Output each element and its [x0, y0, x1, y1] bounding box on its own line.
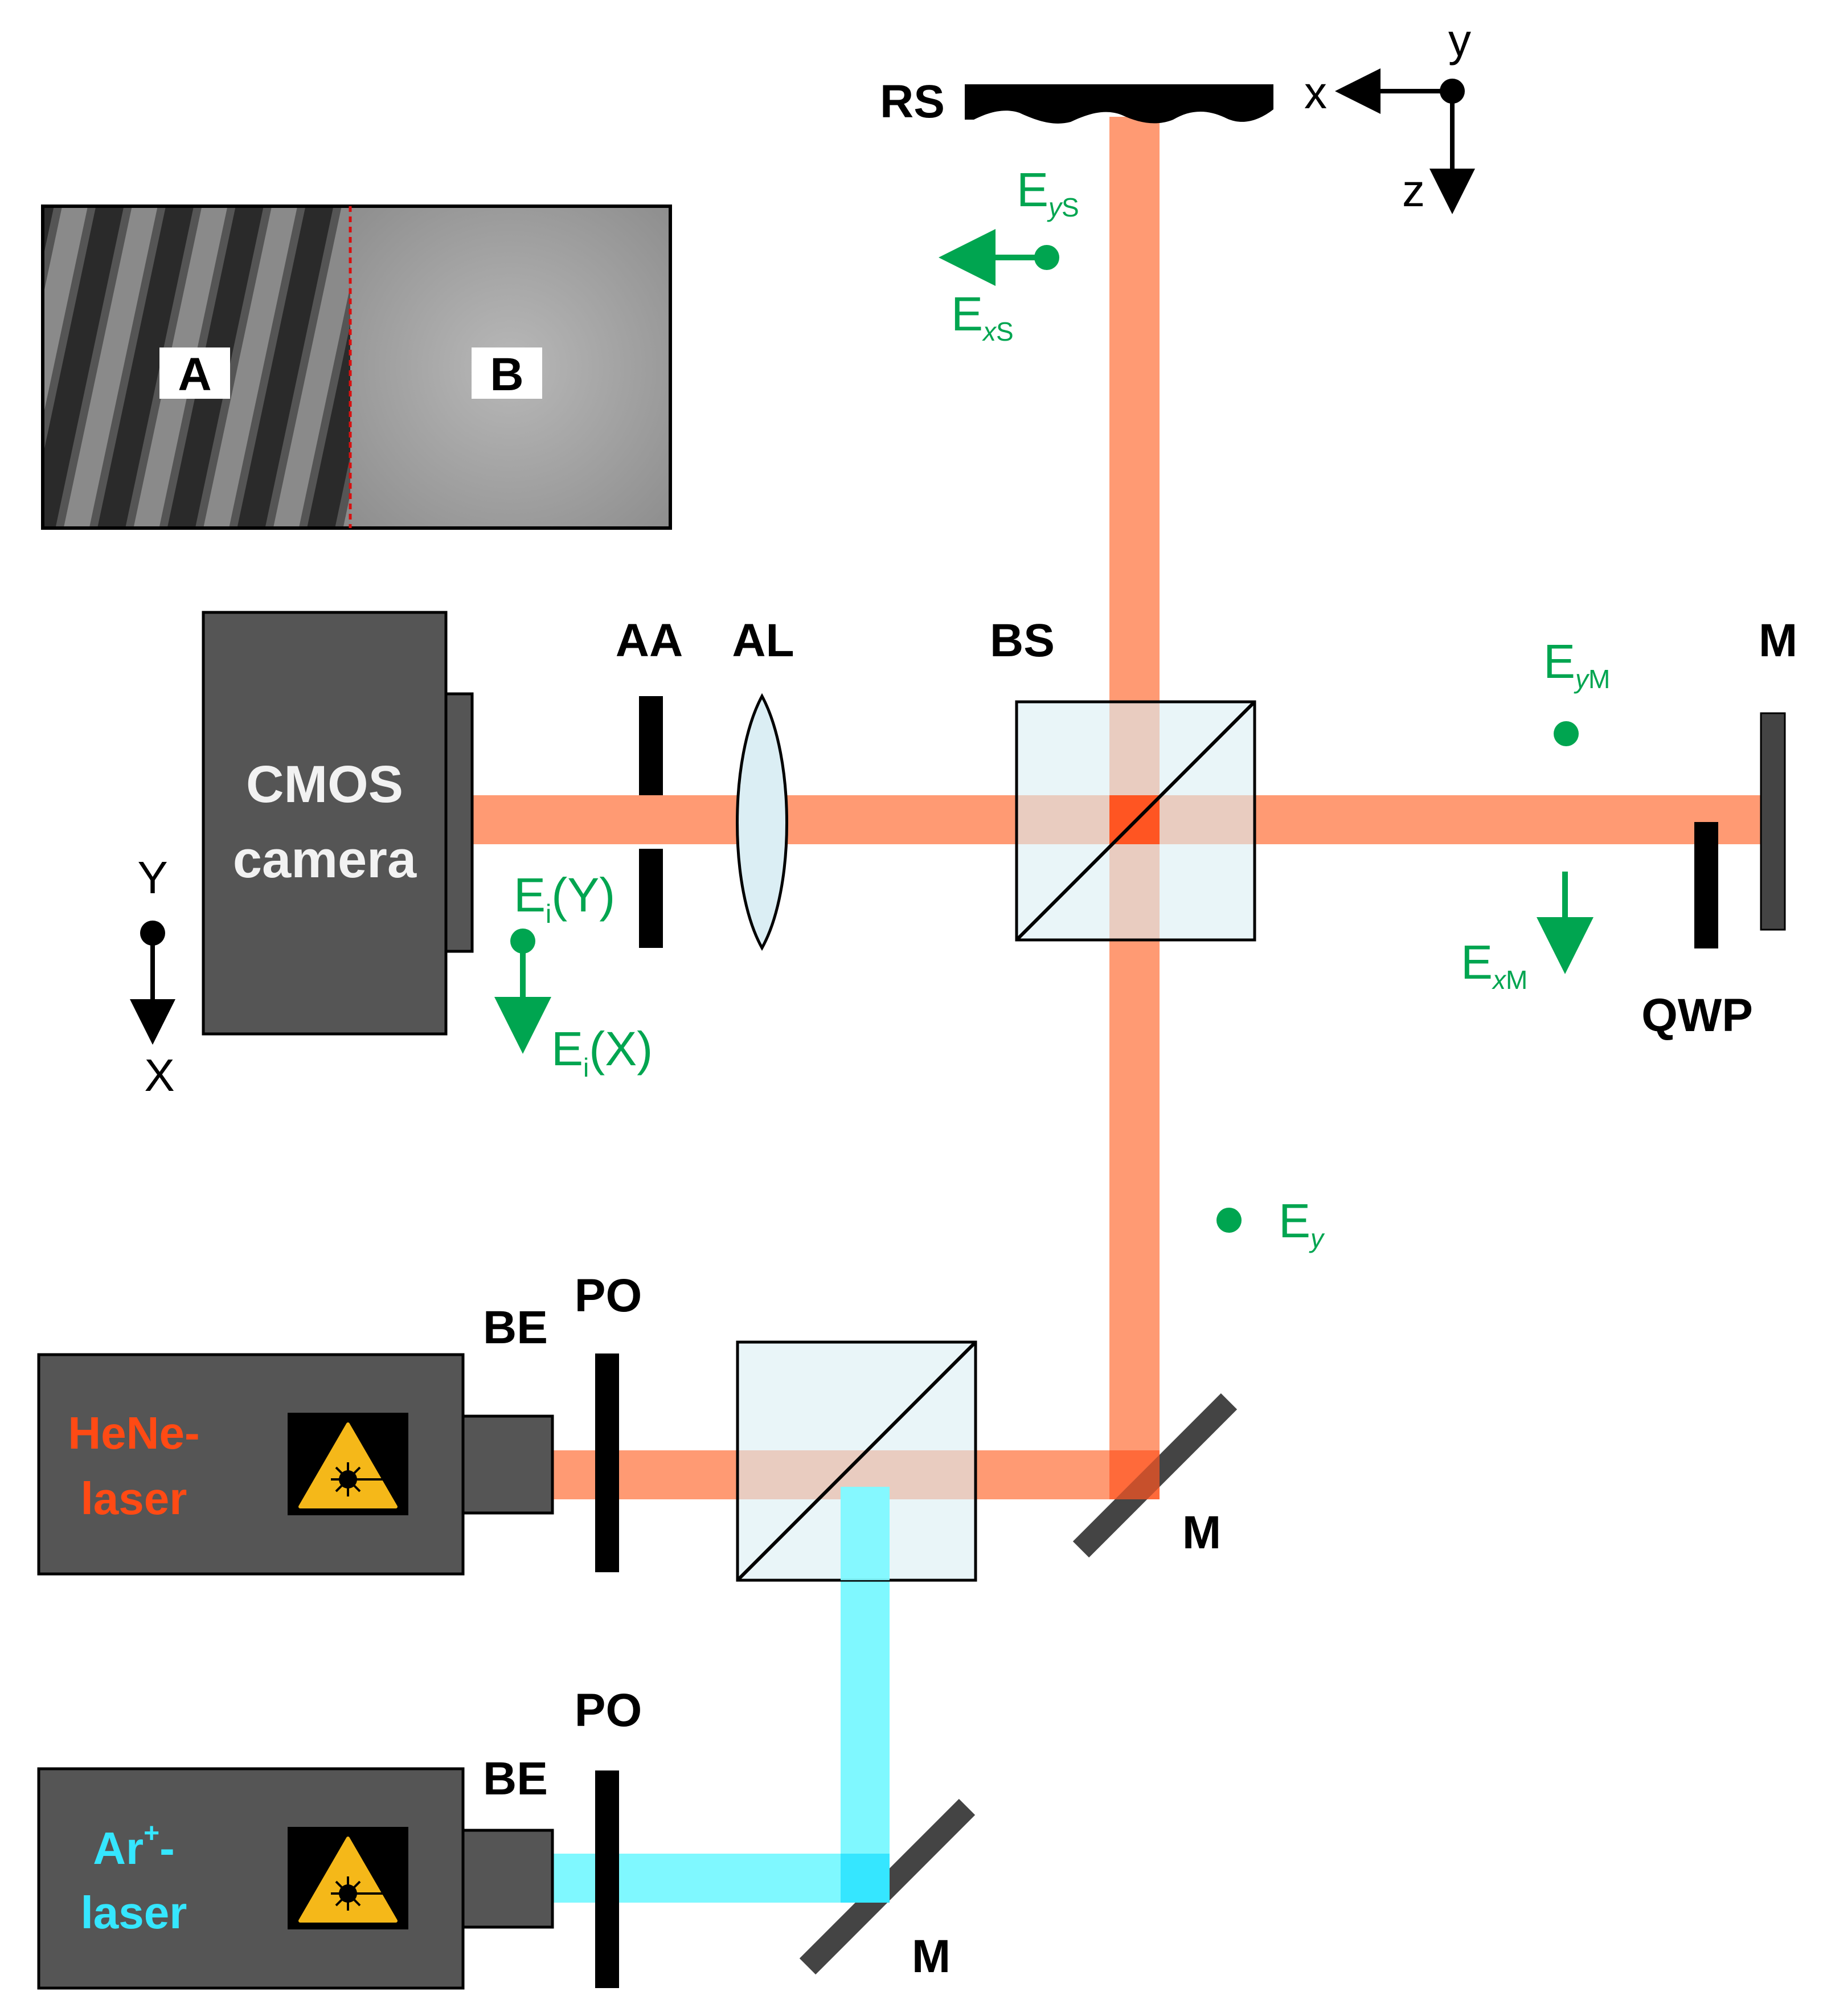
coordinate-axes-camera: Y X — [130, 852, 175, 1101]
beam-splitter-top: BS — [990, 615, 1256, 942]
argon-label-line2: laser — [81, 1887, 187, 1938]
interferogram-inset: A B — [41, 205, 672, 530]
axis-x-label: x — [1304, 67, 1327, 118]
fold-mirror-hene: M — [1072, 1393, 1238, 1559]
hene-label-line1: HeNe- — [68, 1408, 199, 1458]
analyzer-aperture: AA — [616, 615, 683, 948]
polarizer-bottom: PO — [575, 1684, 642, 1988]
beam-polarization: Ey — [1216, 1194, 1325, 1253]
al-label: AL — [732, 615, 794, 666]
qwp-label: QWP — [1641, 989, 1753, 1041]
aa-label: AA — [616, 615, 683, 666]
mirror-middle-label: M — [1182, 1507, 1221, 1559]
region-a-tag — [159, 347, 230, 399]
be-bottom-label: BE — [483, 1753, 548, 1805]
argon-laser: Ar+- laser BE — [37, 1753, 554, 1990]
region-b-tag — [472, 347, 542, 399]
mirror-polarization: EyM ExM — [1461, 635, 1610, 995]
bs-label: BS — [990, 615, 1055, 666]
hene-beam-expander — [461, 1414, 554, 1515]
region-a-label: A — [178, 349, 211, 400]
quarter-wave-plate: QWP — [1641, 822, 1753, 1041]
field-eiy-label: Ei(Y) — [514, 868, 615, 929]
field-exs-label: ExS — [951, 287, 1014, 346]
beam-combiner — [736, 1340, 977, 1582]
incident-polarization: Ei(Y) Ei(X) — [494, 868, 653, 1082]
camera-label-line1: CMOS — [246, 755, 403, 813]
laser-warning-icon — [288, 1827, 408, 1929]
polarizer-top: PO — [575, 1270, 642, 1572]
field-ey-label: Ey — [1279, 1194, 1325, 1253]
field-eym-label: EyM — [1543, 635, 1610, 694]
coordinate-axes-top: x y z — [1304, 15, 1475, 216]
analyzer-lens: AL — [732, 615, 794, 951]
laser-warning-icon — [288, 1413, 408, 1515]
camera-label-line2: camera — [233, 831, 417, 889]
argon-beam-expander — [461, 1829, 554, 1929]
hene-laser: HeNe- laser BE — [37, 1302, 554, 1576]
be-top-label: BE — [483, 1302, 548, 1353]
reference-mirror: M — [1759, 615, 1797, 931]
mirror-bottom-label: M — [912, 1931, 951, 1982]
rs-label: RS — [880, 76, 945, 128]
camera-axis-x-label: X — [144, 1050, 174, 1101]
hene-label-line2: laser — [81, 1473, 187, 1524]
rs-polarization: EyS ExS — [939, 163, 1079, 346]
po-bottom-label: PO — [575, 1684, 642, 1736]
axis-z-label: z — [1402, 165, 1425, 216]
fold-mirror-argon: M — [799, 1798, 976, 1982]
field-exm-label: ExM — [1461, 935, 1527, 995]
field-eix-label: Ei(X) — [551, 1022, 653, 1082]
mirror-right-label: M — [1759, 615, 1797, 666]
po-top-label: PO — [575, 1270, 642, 1322]
region-b-label: B — [490, 349, 523, 400]
field-eys-label: EyS — [1017, 163, 1079, 222]
argon-label-line1: Ar+- — [93, 1818, 175, 1874]
cmos-camera: CMOS camera — [202, 611, 474, 1036]
rough-surface — [965, 84, 1273, 124]
axis-y-label: y — [1448, 15, 1471, 66]
camera-axis-y-label: Y — [137, 852, 167, 903]
